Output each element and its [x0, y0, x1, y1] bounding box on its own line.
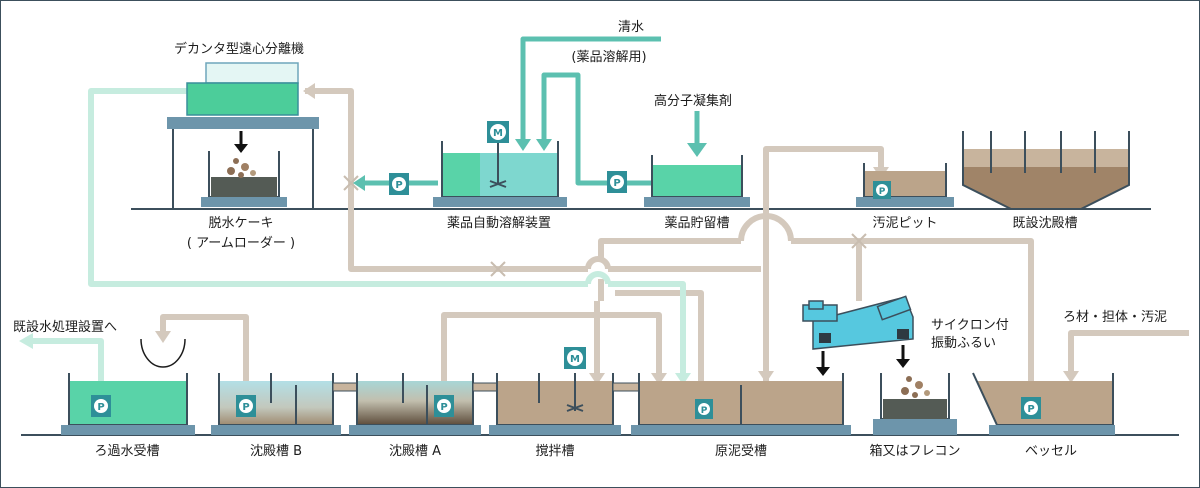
- pump-icon: P: [873, 181, 891, 199]
- pump-icon: P: [1021, 397, 1041, 419]
- pump-icon: P: [236, 395, 256, 417]
- label-to-existing-treatment: 既設水処理設置へ: [13, 319, 117, 335]
- label-filter-media: ろ材・担体・汚泥: [1063, 310, 1167, 325]
- chem-storage-tank: [644, 155, 750, 207]
- vessel: [972, 372, 1115, 435]
- label-filtrate-tank: ろ過水受槽: [94, 444, 159, 459]
- motor-icon: M: [487, 121, 509, 143]
- filtrate-tank: [61, 373, 195, 435]
- label-box-flexcon: 箱又はフレコン: [869, 443, 960, 459]
- pump-icon: P: [389, 173, 409, 195]
- label-mixing-tank: 撹拌槽: [535, 444, 574, 459]
- cyclone-vibrating-screen: [802, 295, 914, 350]
- chem-arrows: [353, 139, 707, 191]
- label-chem-storage: 薬品貯留槽: [664, 216, 729, 231]
- label-dehydrated-cake: 脱水ケーキ: [208, 216, 273, 231]
- pipe-crossover: [738, 213, 794, 242]
- water-pipes: [29, 88, 686, 381]
- svg-text:P: P: [440, 402, 447, 413]
- label-vessel: ベッセル: [1025, 444, 1077, 459]
- overflow-channel: [332, 382, 358, 392]
- settling-tank-a: [349, 373, 481, 435]
- overflow-channel: [472, 382, 498, 392]
- label-cyclone-line1: サイクロン付: [931, 318, 1009, 333]
- raw-sludge-tank: [631, 373, 851, 435]
- label-for-chemical: (薬品溶解用): [571, 50, 646, 65]
- label-arm-loader: ( アームローダー ): [187, 236, 295, 251]
- pump-icon: P: [607, 171, 627, 193]
- label-cyclone-line2: 振動ふるい: [931, 336, 996, 351]
- svg-text:P: P: [701, 406, 708, 416]
- pipe-crossover: [585, 271, 611, 285]
- discharge-arrow: [816, 367, 830, 376]
- decanter-centrifuge: [167, 62, 319, 209]
- valves: [343, 175, 867, 277]
- pipe-crossover: [585, 256, 611, 270]
- arrow: [19, 333, 33, 349]
- svg-text:P: P: [879, 187, 886, 197]
- filter-bag: [140, 338, 186, 368]
- svg-text:M: M: [493, 128, 503, 139]
- label-raw-sludge-tank: 原泥受槽: [715, 444, 767, 459]
- cake-container: [201, 151, 287, 207]
- sludge-pipes: [160, 88, 1189, 399]
- discharge-arrow: [234, 144, 248, 153]
- discharge-arrow: [896, 359, 910, 368]
- auto-dissolver-tank: [433, 137, 567, 207]
- label-sludge-pit: 汚泥ピット: [872, 216, 937, 231]
- svg-text:P: P: [242, 402, 249, 413]
- mixing-tank: [489, 373, 621, 435]
- pump-icon: P: [695, 399, 713, 419]
- box-flexcon: [873, 373, 957, 435]
- svg-text:P: P: [97, 402, 104, 413]
- motor-icon: M: [564, 347, 586, 369]
- sludge-pit: [856, 163, 954, 207]
- label-settling-a: 沈殿槽 A: [389, 444, 441, 459]
- svg-text:P: P: [1027, 404, 1034, 415]
- svg-text:P: P: [395, 180, 402, 191]
- label-auto-dissolver: 薬品自動溶解装置: [447, 216, 551, 231]
- arrow: [675, 373, 691, 385]
- label-polymer-coagulant: 高分子凝集剤: [654, 93, 732, 109]
- pump-icon: P: [434, 395, 454, 417]
- settling-tank-b: [211, 373, 341, 435]
- svg-text:M: M: [570, 354, 580, 365]
- svg-text:P: P: [613, 178, 620, 189]
- overflow-channel: [612, 382, 640, 392]
- chem-pipes: [361, 36, 700, 186]
- label-decanter: デカンタ型遠心分離機: [174, 41, 304, 57]
- label-settling-b: 沈殿槽 B: [250, 444, 302, 459]
- pump-icon: P: [91, 395, 111, 417]
- existing-settler: [962, 131, 1130, 210]
- label-clean-water: 清水: [618, 20, 644, 35]
- label-existing-settler: 既設沈殿槽: [1012, 215, 1077, 231]
